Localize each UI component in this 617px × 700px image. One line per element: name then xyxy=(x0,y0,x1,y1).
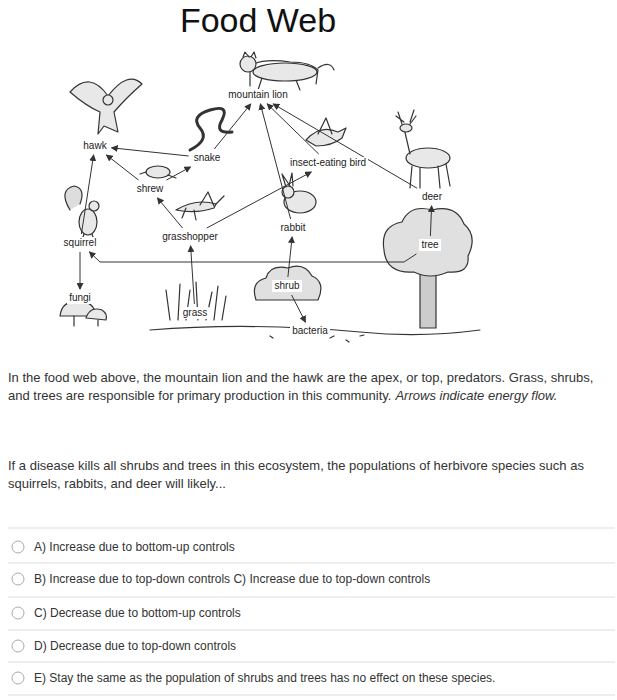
energy-arrow xyxy=(273,104,417,188)
energy-arrow xyxy=(430,206,431,236)
intro-paragraph: In the food web above, the mountain lion… xyxy=(8,369,608,405)
organism-name: insect-eating bird xyxy=(290,157,366,169)
organism-name: squirrel xyxy=(64,237,97,249)
organism-name: grass xyxy=(183,307,207,319)
organism-name: rabbit xyxy=(280,222,305,234)
organism-label: bacteria xyxy=(290,325,330,337)
energy-arrow xyxy=(90,252,417,262)
energy-arrow xyxy=(112,148,189,156)
organism-label: insect-eating bird xyxy=(288,157,368,169)
energy-arrow xyxy=(214,104,250,149)
energy-arrow xyxy=(80,252,81,289)
organism-label: rabbit xyxy=(278,222,307,234)
energy-arrow xyxy=(288,237,292,277)
organism-label: mountain lion xyxy=(226,89,289,101)
organism-label: hawk xyxy=(81,140,108,152)
energy-arrow xyxy=(167,167,191,180)
organism-name: snake xyxy=(194,152,221,164)
organism-name: grasshopper xyxy=(162,231,218,243)
answer-option: B) Increase due to top-down controls C) … xyxy=(34,571,604,587)
organism-name: hawk xyxy=(83,140,106,152)
energy-arrow xyxy=(107,155,139,180)
organism-name: tree xyxy=(421,239,438,251)
organism-label: grasshopper xyxy=(160,231,220,243)
answer-option: E) Stay the same as the population of sh… xyxy=(34,670,604,686)
organism-name: mountain lion xyxy=(228,89,287,101)
answer-option: A) Increase due to bottom-up controls xyxy=(34,539,604,555)
energy-arrow xyxy=(81,155,93,234)
organism-name: bacteria xyxy=(292,325,328,337)
energy-arrow xyxy=(260,104,290,219)
organism-label: fungi xyxy=(67,292,93,304)
organism-name: shrub xyxy=(274,280,299,292)
energy-arrow xyxy=(292,295,306,322)
organism-name: deer xyxy=(422,191,442,203)
paragraph-text: Arrows indicate energy flow. xyxy=(395,388,557,403)
organism-name: shrew xyxy=(137,183,164,195)
question-text: If a disease kills all shrubs and trees … xyxy=(8,457,608,493)
organism-label: deer xyxy=(420,191,444,203)
energy-arrow xyxy=(191,246,195,304)
title-text: Food Web xyxy=(58,0,458,40)
energy-arrow xyxy=(158,198,183,228)
organism-label: shrub xyxy=(272,280,301,292)
organism-label: snake xyxy=(192,152,223,164)
organism-label: squirrel xyxy=(62,237,99,249)
organism-label: shrew xyxy=(135,183,166,195)
answer-option: C) Decrease due to bottom-up controls xyxy=(34,605,604,621)
organism-label: grass xyxy=(181,307,209,319)
answer-option: D) Decrease due to top-down controls xyxy=(34,638,604,654)
organism-label: tree xyxy=(419,239,440,251)
energy-arrow xyxy=(267,104,318,154)
organism-name: fungi xyxy=(69,292,91,304)
energy-arrow xyxy=(207,172,311,228)
